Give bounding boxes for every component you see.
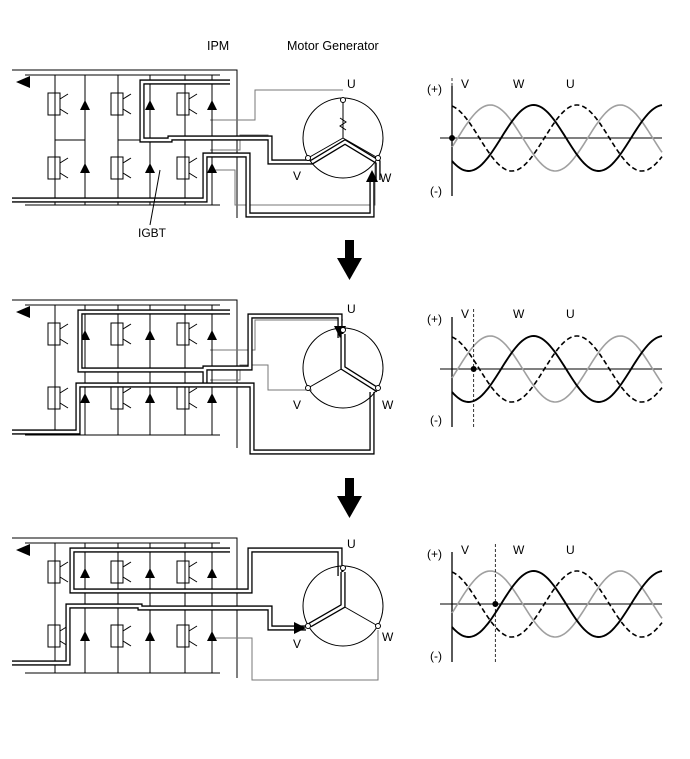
time-marker-dot xyxy=(492,601,499,607)
u-terminal-label: U xyxy=(347,77,356,91)
w-terminal-label: W xyxy=(382,630,394,644)
v-wave-label: V xyxy=(461,543,469,557)
v-wave-label: V xyxy=(461,307,469,321)
u-wave-label: U xyxy=(566,543,575,557)
down-arrow-icon xyxy=(337,240,362,280)
u-terminal-label: U xyxy=(347,302,356,316)
w-wave-label: W xyxy=(513,543,525,557)
w-wave-label: W xyxy=(513,77,525,91)
waveform-v xyxy=(451,570,663,638)
v-terminal-label: V xyxy=(293,169,301,183)
time-marker-dot xyxy=(449,135,455,141)
v-terminal-label: V xyxy=(293,398,301,412)
igbt-label: IGBT xyxy=(138,226,167,240)
w-wave-label: W xyxy=(513,307,525,321)
waveform-u xyxy=(451,335,663,403)
ipm-circuit xyxy=(12,69,381,226)
v-terminal-label: V xyxy=(293,637,301,651)
plus-axis-label: (+) xyxy=(427,547,442,561)
u-wave-label: U xyxy=(566,307,575,321)
minus-axis-label: (-) xyxy=(430,649,442,663)
v-wave-label: V xyxy=(461,77,469,91)
w-terminal-label: W xyxy=(382,398,394,412)
waveform-u xyxy=(451,570,663,638)
stage-1: IGBT U V W (+) (-) V W U xyxy=(12,69,663,240)
minus-axis-label: (-) xyxy=(430,413,442,427)
waveform-v xyxy=(451,335,663,403)
waveform-v xyxy=(451,104,663,172)
plus-axis-label: (+) xyxy=(427,82,442,96)
ipm-header: IPM xyxy=(207,39,229,53)
waveform-w xyxy=(451,104,663,172)
waveform-w xyxy=(451,335,663,403)
waveform-w xyxy=(451,570,663,638)
motor-generator xyxy=(302,97,384,179)
u-wave-label: U xyxy=(566,77,575,91)
down-arrow-icon xyxy=(337,478,362,518)
waveform-graph xyxy=(440,544,663,664)
w-terminal-label: W xyxy=(380,171,392,185)
u-terminal-label: U xyxy=(347,537,356,551)
motor-generator-header: Motor Generator xyxy=(287,39,379,53)
plus-axis-label: (+) xyxy=(427,312,442,326)
stage-2: U V W (+) (-) V W U xyxy=(12,299,663,455)
waveform-graph xyxy=(440,309,663,429)
minus-axis-label: (-) xyxy=(430,184,442,198)
stage-3: U V W (+) (-) V W U xyxy=(12,537,663,681)
waveform-u xyxy=(451,104,663,172)
waveform-graph xyxy=(440,78,663,198)
time-marker-dot xyxy=(470,366,477,372)
